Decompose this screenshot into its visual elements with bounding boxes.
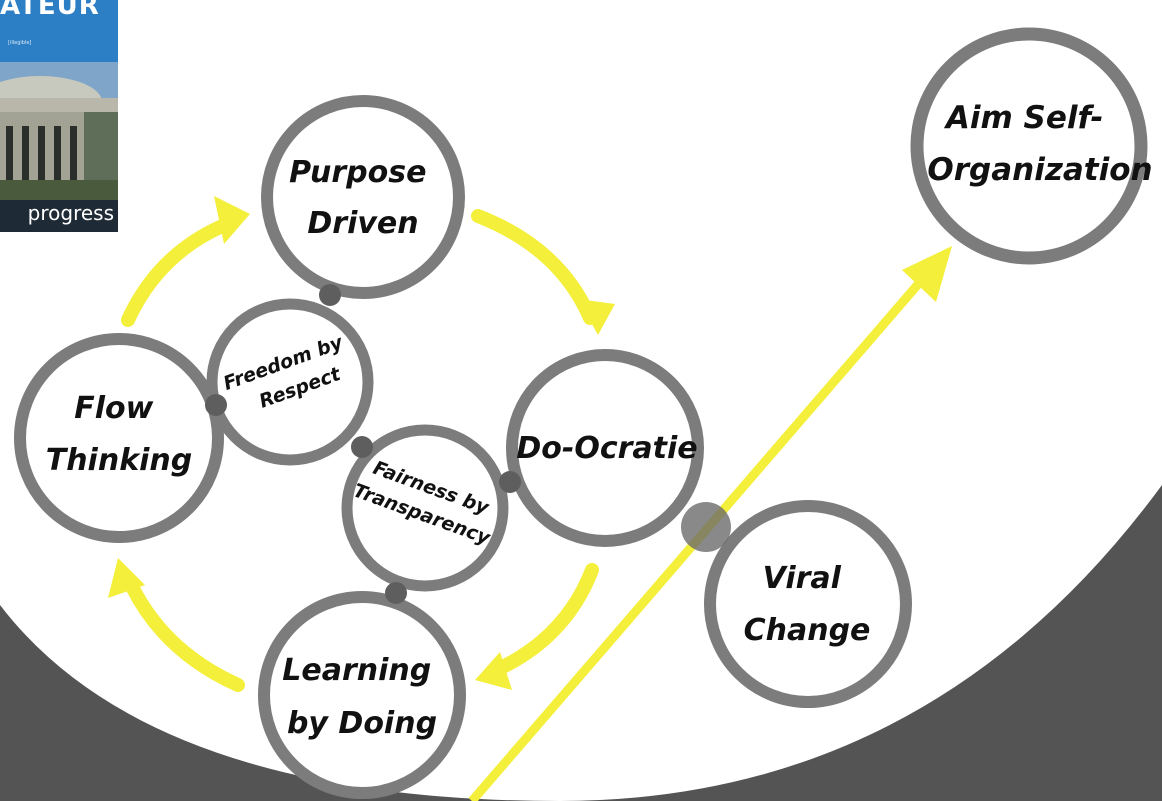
- circle-aim-self-organization: [910, 27, 1148, 265]
- connector-dot-large: [681, 502, 731, 552]
- connector-dot: [351, 436, 373, 458]
- label-aim-self-organization: Aim Self- Organization: [927, 100, 1152, 188]
- book-progress-label: progress: [27, 201, 114, 225]
- background-arc: [0, 485, 1162, 801]
- arrow-learning-to-flow: [121, 571, 245, 692]
- label-purpose-driven: Purpose Driven: [289, 155, 437, 241]
- arrowhead-doocratie: [578, 299, 615, 335]
- cycle-arrowheads: [108, 196, 615, 690]
- label-viral-change: Viral Change: [744, 561, 871, 648]
- connector-dot: [205, 394, 227, 416]
- book-title: ATEUR: [0, 0, 100, 21]
- book-cover: ATEUR [illegible] progress: [0, 0, 118, 232]
- connector-dot: [499, 471, 521, 493]
- label-learning-by-doing: Learning by Doing: [282, 653, 441, 741]
- arrow-flow-to-purpose: [121, 215, 239, 327]
- arrow-doocratie-to-learning: [485, 563, 599, 679]
- circle-purpose-driven: [261, 95, 465, 299]
- arrowhead-flow: [108, 558, 145, 598]
- circle-do-ocratie: [506, 349, 704, 547]
- arrowhead-learning: [475, 652, 512, 690]
- label-do-ocratie: Do-Ocratie: [516, 431, 697, 466]
- label-flow-thinking: Flow Thinking: [46, 391, 193, 478]
- arrowhead-purpose: [214, 196, 250, 244]
- connector-dot: [385, 582, 407, 604]
- circle-fairness-by-transparency: [341, 424, 509, 592]
- circle-viral-change: [704, 500, 912, 708]
- book-subtitle: [illegible]: [8, 40, 32, 46]
- connector-dots: [205, 284, 731, 604]
- circle-flow-thinking: [14, 333, 224, 543]
- connector-dot: [319, 284, 341, 306]
- arrow-purpose-to-doocratie: [471, 209, 597, 325]
- circle-learning-by-doing: [258, 591, 466, 799]
- book-band: progress: [0, 200, 118, 232]
- circle-freedom-by-respect: [206, 298, 374, 466]
- building-photo: [0, 62, 118, 200]
